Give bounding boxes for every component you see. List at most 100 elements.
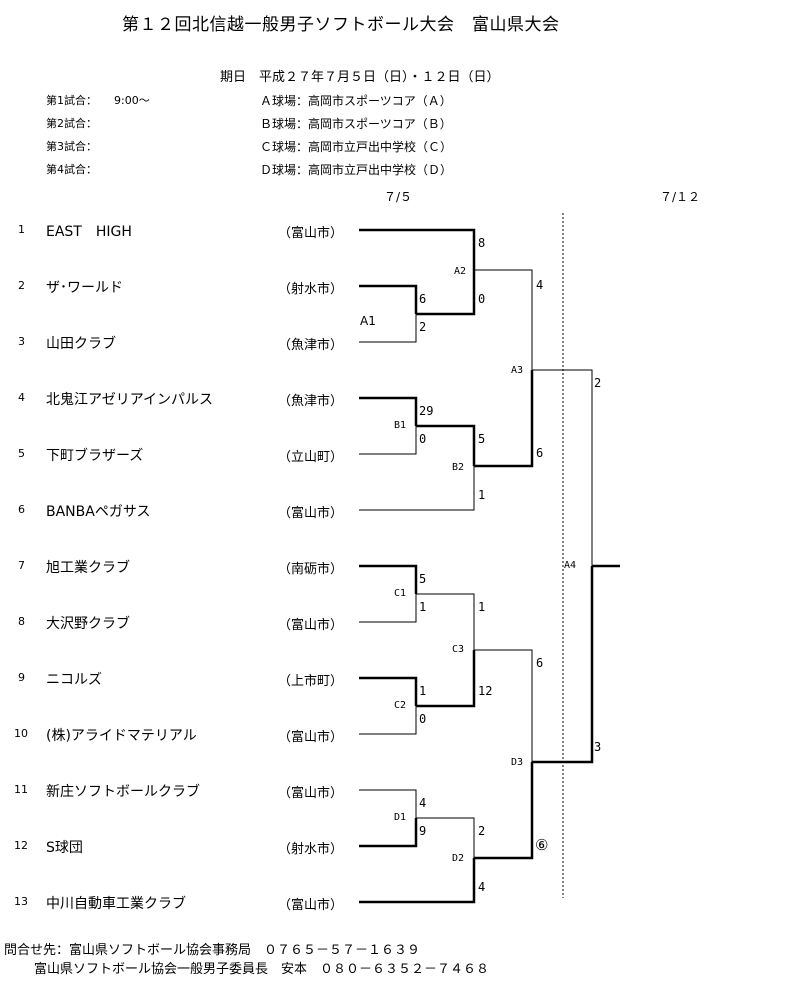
score-a4-top: 2 (594, 376, 602, 390)
game-label-b1: B1 (394, 420, 407, 431)
team-name: 北鬼江アゼリアインパルス (46, 392, 214, 408)
team-city: （富山市） (278, 730, 344, 745)
team-name: 旭工業クラブ (46, 560, 130, 576)
score-a2-bottom: 0 (478, 292, 486, 306)
team-name: S球団 (46, 840, 83, 856)
team-number: 13 (14, 895, 28, 908)
score-a1-top: 6 (419, 292, 427, 306)
team-number: 7 (18, 559, 25, 572)
score-d2-bottom: 4 (478, 880, 486, 894)
game-label-d3: D3 (511, 757, 524, 768)
score-d2-top: 2 (478, 824, 486, 838)
team-number: 10 (14, 727, 28, 740)
team-city: （射水市） (278, 282, 344, 297)
team-name: 山田クラブ (46, 336, 116, 352)
team-name: ザ･ワールド (46, 280, 123, 296)
score-a2-top: 8 (478, 236, 486, 250)
team-number: 4 (18, 391, 25, 404)
schedule-label-3: 第3試合： (46, 140, 97, 153)
bracket-line-team7 (359, 564, 418, 594)
team-city: （立山町） (278, 450, 344, 465)
schedule-label-2: 第2試合： (46, 117, 97, 130)
bracket-line-team8 (359, 594, 417, 623)
team-number: 11 (14, 783, 28, 796)
bracket-line-team13 (359, 858, 476, 904)
schedule-label-4: 第4試合： (46, 163, 97, 176)
contact-line-1: 問合せ先：富山県ソフトボール協会事務局 ０７６５－５７－１６３９ (4, 943, 421, 958)
team-city: （富山市） (278, 786, 344, 801)
score-c2-top: 1 (419, 684, 427, 698)
score-b2-top: 5 (478, 432, 486, 446)
game-label-a1: A1 (360, 314, 376, 328)
team-name: EAST HIGH (46, 224, 132, 240)
team-city: （富山市） (278, 618, 344, 633)
score-d1-top: 4 (419, 796, 427, 810)
game-label-d2: D2 (452, 853, 465, 864)
game-label-c3: C3 (452, 644, 465, 655)
score-d3-bottom: ⑥ (535, 836, 549, 854)
game-label-b2: B2 (452, 462, 465, 473)
game-label-a2: A2 (454, 266, 467, 277)
team-number: 2 (18, 279, 25, 292)
bracket-line-team10 (359, 706, 417, 735)
team-name: ニコルズ (46, 672, 102, 688)
bracket-line-team9 (359, 676, 418, 706)
team-city: （南砺市） (278, 562, 344, 577)
team-city: （魚津市） (278, 338, 344, 353)
bracket-line-c3-winner (474, 649, 533, 762)
bracket-line-team5 (359, 426, 417, 455)
team-city: （射水市） (278, 842, 344, 857)
bracket-line-b1-winner (416, 424, 476, 466)
bracket-line-team3 (359, 314, 417, 343)
dates-line: 期日 平成２７年７月５日（日）・１２日（日） (220, 70, 500, 85)
day2-label: ７/１２ (660, 190, 701, 204)
bracket-line-d2-winner (474, 762, 534, 860)
score-a3-top: 4 (536, 278, 544, 292)
bracket-line-b2-winner (474, 370, 534, 468)
score-b1-top: 29 (419, 404, 434, 418)
bracket-line-team11 (359, 789, 417, 818)
team-name: 中川自動車工業クラブ (46, 896, 186, 912)
team-city: （富山市） (278, 226, 344, 241)
bracket-line-a1-winner (416, 270, 476, 316)
team-city: （上市町） (278, 674, 344, 689)
team-name: 新庄ソフトボールクラブ (46, 784, 200, 800)
team-number: 9 (18, 671, 25, 684)
score-c2-bottom: 0 (419, 712, 427, 726)
bracket-line-team4 (359, 396, 418, 426)
venue-a: Ａ球場：高岡市スポーツコア（Ａ） (260, 94, 452, 108)
bracket-line-c2-winner (416, 650, 476, 708)
team-city: （富山市） (278, 898, 344, 913)
contact-line-2: 富山県ソフトボール協会一般男子委員長 安本 ０８０－６３５２－７４６８ (34, 962, 490, 977)
game-label-a4: A4 (564, 560, 577, 571)
score-b2-bottom: 1 (478, 488, 486, 502)
bracket-line-team12 (359, 818, 418, 848)
score-c3-bottom: 12 (478, 684, 493, 698)
game-label-a3: A3 (511, 365, 524, 376)
team-number: 6 (18, 503, 25, 516)
venue-d: Ｄ球場：高岡市立戸出中学校（Ｄ） (260, 163, 453, 177)
game-label-c1: C1 (394, 588, 407, 599)
team-name: 下町ブラザーズ (46, 448, 144, 464)
team-city: （富山市） (278, 506, 344, 521)
venue-c: Ｃ球場：高岡市立戸出中学校（Ｃ） (260, 140, 453, 154)
schedule-time-1: 9:00～ (114, 94, 150, 107)
score-c1-top: 5 (419, 572, 427, 586)
team-number: 5 (18, 447, 25, 460)
team-number: 12 (14, 839, 28, 852)
score-a1-bottom: 2 (419, 320, 427, 334)
venue-b: Ｂ球場：高岡市スポーツコア（Ｂ） (260, 117, 452, 131)
team-number: 8 (18, 615, 25, 628)
bracket-line-team6 (359, 466, 475, 511)
team-city: （魚津市） (278, 394, 344, 409)
day1-label: ７/５ (384, 190, 413, 204)
game-label-c2: C2 (394, 700, 407, 711)
schedule-label-1: 第1試合： (46, 94, 97, 107)
score-c3-top: 1 (478, 600, 486, 614)
team-number: 1 (18, 223, 25, 236)
score-c1-bottom: 1 (419, 600, 427, 614)
bracket-line-team1 (359, 228, 476, 270)
team-name: (株)アライドマテリアル (46, 728, 197, 744)
team-name: BANBAペガサス (46, 504, 151, 520)
